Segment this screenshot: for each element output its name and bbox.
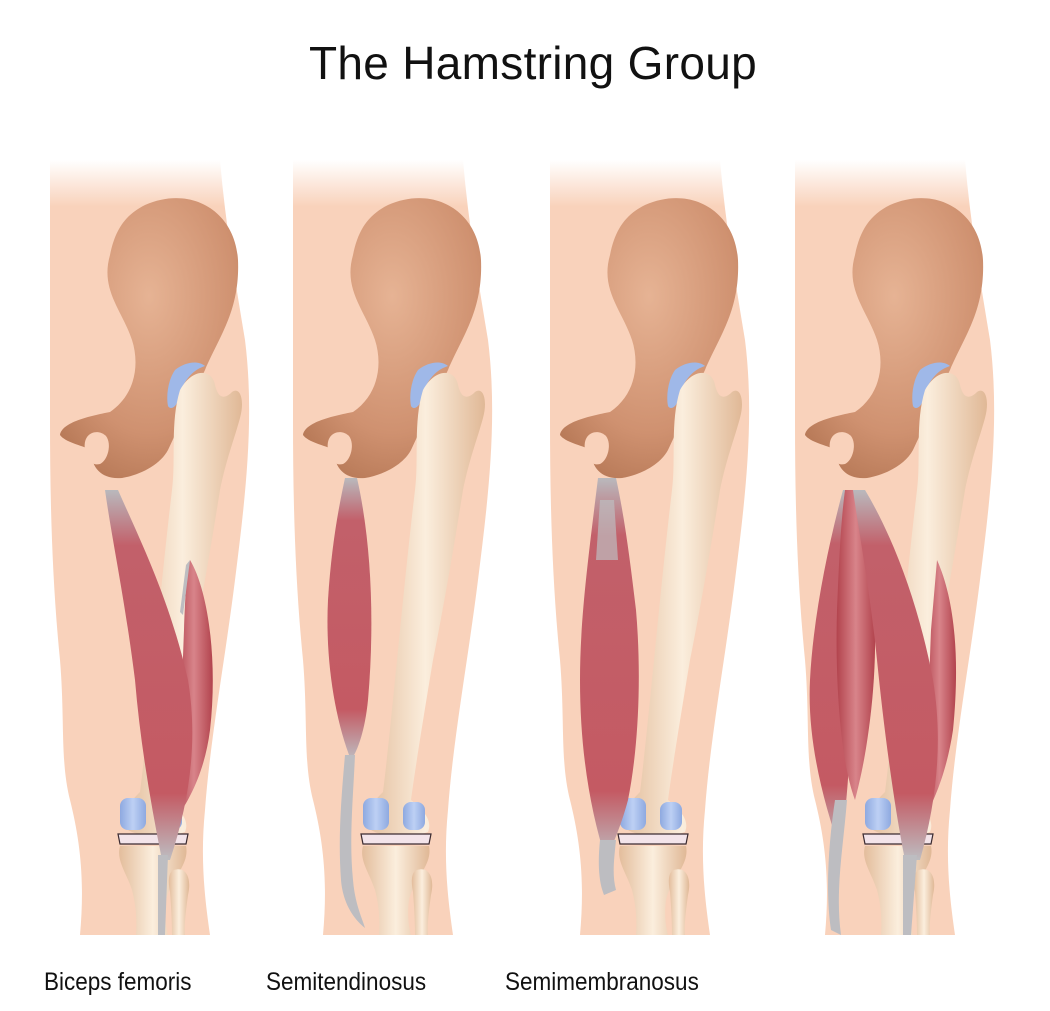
panel-semitendinosus <box>283 160 523 940</box>
caption-biceps-femoris: Biceps femoris <box>44 968 192 996</box>
semitendinosus-illustration <box>292 160 493 936</box>
panel-semimembranosus <box>540 160 780 940</box>
caption-semimembranosus: Semimembranosus <box>505 968 699 996</box>
caption-semitendinosus: Semitendinosus <box>266 968 427 996</box>
panel-biceps-femoris <box>40 160 280 940</box>
biceps-femoris-illustration <box>49 160 250 936</box>
hamstring-group-illustration <box>794 160 995 936</box>
diagram-title: The Hamstring Group <box>309 37 757 89</box>
panel-all-hamstrings <box>785 160 1025 940</box>
semimembranosus-illustration <box>549 160 750 936</box>
